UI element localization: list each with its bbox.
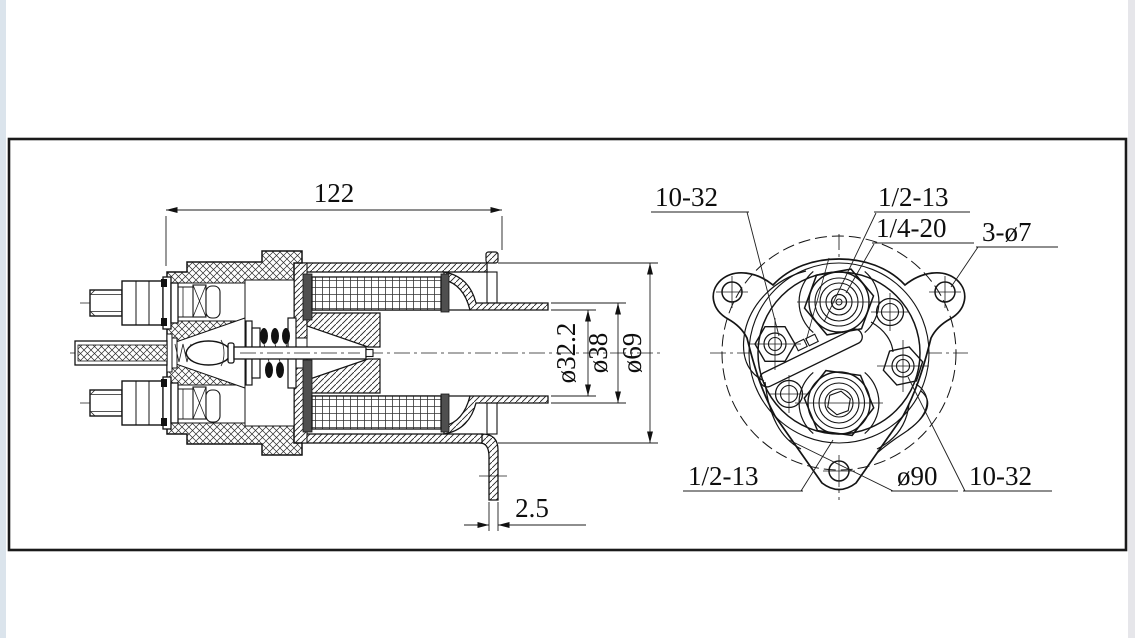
dimensions-side: 122 ø32.2 ø38 ø69 2.5 [165, 178, 658, 531]
right-edge-strip [1128, 0, 1135, 638]
fixed-contact-top [205, 285, 221, 319]
coil-winding-top [311, 276, 442, 311]
dim-snout-label: ø38 [583, 333, 613, 374]
bracket-plate-upper [486, 271, 498, 304]
bar-tab-2 [805, 333, 819, 347]
insert-x2-top [192, 284, 207, 318]
rod-endcap [227, 342, 235, 364]
bar-tab-1 [794, 338, 808, 352]
dim-case-label: ø69 [617, 333, 647, 374]
stud-bushing-bottom [177, 388, 194, 420]
bracket-plate-lower [486, 402, 498, 435]
label-coil-terminal-top-left: 10-32 [655, 182, 718, 212]
shell-bottom [293, 433, 483, 444]
snout-wall-bottom [443, 395, 549, 435]
seal-3 [161, 379, 167, 387]
bracket-lip [485, 251, 499, 264]
dim-bracket-label: 2.5 [515, 493, 549, 523]
dim-bore-label: ø32.2 [551, 323, 581, 384]
mount-hole-top-left [716, 276, 748, 308]
shell-top [293, 262, 488, 273]
left-edge-strip [0, 0, 6, 638]
case-circle-outer [748, 262, 930, 444]
aux-hole-lower-left [770, 375, 808, 413]
battery-terminal-top-end [797, 268, 881, 336]
seal-2 [161, 318, 167, 326]
bolt-circle [721, 235, 957, 471]
label-auxiliary-stud: 1/4-20 [876, 213, 947, 243]
bobbin-flange-left-top [302, 273, 313, 321]
contact-bar [759, 328, 863, 388]
coil-terminal-left-end [749, 318, 801, 370]
seal-1 [161, 279, 167, 287]
mount-hole-top-right [929, 276, 961, 308]
core-upper [306, 312, 381, 348]
hook-contour-2 [907, 390, 929, 431]
bobbin-flange-left-bottom [302, 359, 313, 433]
mount-hole-bottom [823, 455, 855, 487]
bobbin-flange-right-top [440, 273, 450, 313]
battery-terminal-bottom-end [795, 369, 883, 437]
label-coil-terminal-bottom-right: 10-32 [969, 461, 1032, 491]
snout-wall-top [443, 271, 549, 311]
coil-terminal-right-end [877, 340, 929, 392]
coil-lead [77, 344, 168, 362]
end-view-labels: 10-32 1/2-13 1/4-20 3-ø7 1/2-13 ø90 10-3… [651, 182, 1058, 492]
aux-hole-upper-right [871, 293, 909, 331]
mounting-flange [712, 258, 966, 491]
label-bolt-circle: ø90 [897, 461, 938, 491]
molded-contours [743, 257, 929, 454]
label-mounting-holes: 3-ø7 [982, 217, 1032, 247]
coil-winding-bottom [311, 395, 442, 430]
side-section-view: 122 ø32.2 ø38 ø69 2.5 [70, 178, 662, 531]
battery-stud-top-side [89, 276, 179, 330]
moving-contact-detail [220, 339, 225, 367]
mid-stud-washer1 [166, 333, 173, 373]
seal-4 [161, 418, 167, 426]
rod-tip [365, 348, 374, 358]
bracket-foot [479, 433, 499, 501]
dim-length-label: 122 [314, 178, 355, 208]
battery-stud-bottom-side [89, 376, 179, 430]
insert-x2-bottom [192, 386, 207, 420]
fixed-contact-bottom [205, 389, 221, 423]
bobbin-flange-right-bottom [440, 393, 450, 433]
end-view: 10-32 1/2-13 1/4-20 3-ø7 1/2-13 ø90 10-3… [651, 182, 1058, 502]
mid-stud-washer2 [171, 337, 178, 369]
label-battery-stud-bottom: 1/2-13 [688, 461, 759, 491]
stud-bushing-top [177, 286, 194, 318]
label-battery-stud-top: 1/2-13 [878, 182, 949, 212]
